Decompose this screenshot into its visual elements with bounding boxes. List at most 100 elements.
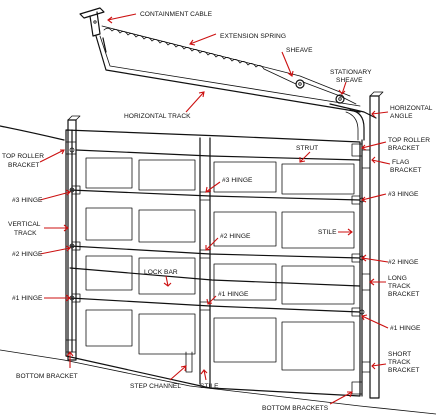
flag-bracket bbox=[361, 149, 371, 169]
leader-top-roller-bracket-left bbox=[39, 149, 65, 163]
panel bbox=[281, 321, 355, 371]
hanger-bolt bbox=[93, 20, 97, 24]
leader-hinge3-right bbox=[361, 193, 387, 203]
floor-line bbox=[0, 349, 436, 415]
leader-short-track-bracket bbox=[371, 362, 387, 370]
leader-horizontal-angle bbox=[371, 110, 389, 118]
hinge-center-1 bbox=[199, 301, 211, 311]
section-seam-3 bbox=[69, 189, 361, 201]
label-hinge1-right: #1 HINGE bbox=[390, 325, 421, 332]
roller bbox=[69, 187, 75, 193]
label-hinge3-left: #3 HINGE bbox=[12, 197, 43, 204]
track-curve-outer bbox=[349, 109, 365, 141]
long-track-bracket bbox=[361, 273, 371, 291]
left-jamb-post bbox=[67, 119, 77, 361]
top-roller-bracket-left bbox=[65, 141, 77, 155]
roller bbox=[69, 243, 75, 249]
leader-bottom-brackets bbox=[329, 391, 353, 405]
label-long-track-bracket-2: TRACK bbox=[388, 283, 411, 290]
leader-top-roller-bracket-right bbox=[361, 141, 387, 151]
leader-stationary-sheave bbox=[338, 81, 347, 95]
label-horizontal-angle-1: HORIZONTAL bbox=[390, 105, 433, 112]
lift-cable bbox=[302, 81, 357, 105]
right-jamb-top bbox=[369, 91, 384, 97]
leader-long-track-bracket bbox=[369, 278, 386, 286]
leader-containment-cable bbox=[107, 13, 137, 24]
leader-stile-right bbox=[338, 228, 353, 236]
label-containment-cable: CONTAINMENT CABLE bbox=[140, 11, 213, 18]
label-sheave: SHEAVE bbox=[286, 47, 313, 54]
label-lock-bar: LOCK BAR bbox=[144, 269, 178, 276]
hinge-center-2 bbox=[199, 249, 211, 259]
leader-stile-bottom bbox=[200, 369, 208, 381]
label-bottom-brackets: BOTTOM BRACKETS bbox=[262, 405, 329, 412]
labels: CONTAINMENT CABLE EXTENSION SPRING SHEAV… bbox=[2, 11, 433, 412]
horizontal-angle bbox=[329, 103, 377, 119]
panel bbox=[138, 209, 196, 243]
ceiling-hanger bbox=[79, 7, 105, 19]
label-hinge1-left: #1 HINGE bbox=[12, 295, 43, 302]
left-wall-line bbox=[0, 125, 65, 141]
horizontal-track-outer bbox=[95, 35, 361, 113]
leader-hinge2-right bbox=[361, 254, 389, 263]
leader-vertical-track bbox=[44, 224, 69, 232]
track-stop bbox=[102, 37, 107, 53]
leader-step-channel bbox=[169, 365, 187, 381]
stationary-sheave-pulley bbox=[335, 94, 345, 104]
panel bbox=[281, 211, 355, 249]
hinge-left-1 bbox=[71, 293, 81, 303]
leader-lock-bar bbox=[163, 275, 172, 287]
sheave-axle bbox=[298, 82, 302, 86]
step-channel bbox=[185, 351, 193, 373]
roller bbox=[69, 147, 75, 153]
leader-lines bbox=[39, 13, 391, 405]
hinge-left-3 bbox=[71, 185, 81, 195]
overhead-hardware bbox=[79, 7, 377, 141]
leader-hinge3-left bbox=[39, 189, 71, 201]
panel bbox=[281, 163, 355, 195]
right-jamb-post bbox=[369, 95, 380, 399]
leader-strut bbox=[299, 151, 311, 163]
leader-hinge2-left bbox=[39, 245, 71, 255]
label-stile-bottom: STILE bbox=[200, 383, 219, 390]
hinge-center-3 bbox=[199, 191, 211, 201]
left-jamb-top bbox=[67, 115, 81, 121]
panel bbox=[138, 313, 196, 355]
label-top-roller-bracket-right-2: BRACKET bbox=[388, 145, 420, 152]
label-vertical-track-2: TRACK bbox=[14, 230, 37, 237]
panel bbox=[85, 255, 133, 291]
label-hinge2-right: #2 HINGE bbox=[388, 259, 419, 266]
label-flag-bracket-2: BRACKET bbox=[390, 167, 422, 174]
label-hinge2-left: #2 HINGE bbox=[12, 251, 43, 258]
hinge-left-2 bbox=[71, 241, 81, 251]
panel bbox=[213, 211, 277, 247]
panel bbox=[281, 265, 355, 305]
stationary-sheave-axle bbox=[338, 97, 342, 101]
leader-extension-spring bbox=[189, 33, 217, 46]
label-step-channel: STEP CHANNEL bbox=[130, 383, 181, 390]
containment-cable bbox=[101, 25, 351, 97]
leader-hinge2-center bbox=[205, 237, 219, 251]
panel bbox=[138, 159, 196, 191]
label-vertical-track-1: VERTICAL bbox=[8, 221, 41, 228]
panel bbox=[138, 257, 196, 295]
horizontal-track-inner bbox=[99, 35, 361, 107]
label-stationary-sheave-1: STATIONARY bbox=[330, 69, 372, 76]
bottom-bracket-left bbox=[65, 339, 77, 353]
label-stile-right: STILE bbox=[318, 229, 337, 236]
label-extension-spring: EXTENSION SPRING bbox=[220, 33, 286, 40]
panel bbox=[213, 263, 277, 301]
panel bbox=[85, 157, 133, 189]
leader-hinge1-right bbox=[361, 314, 389, 329]
lock-bar bbox=[69, 267, 361, 287]
panel bbox=[213, 161, 277, 193]
label-stationary-sheave-2: SHEAVE bbox=[336, 77, 363, 84]
roller bbox=[359, 309, 365, 315]
label-top-roller-bracket-left-1: TOP ROLLER bbox=[2, 153, 44, 160]
leader-hinge1-center bbox=[206, 295, 217, 305]
label-strut: STRUT bbox=[296, 145, 318, 152]
bottom-bracket-right bbox=[351, 381, 363, 395]
track-curve-inner bbox=[345, 111, 359, 141]
